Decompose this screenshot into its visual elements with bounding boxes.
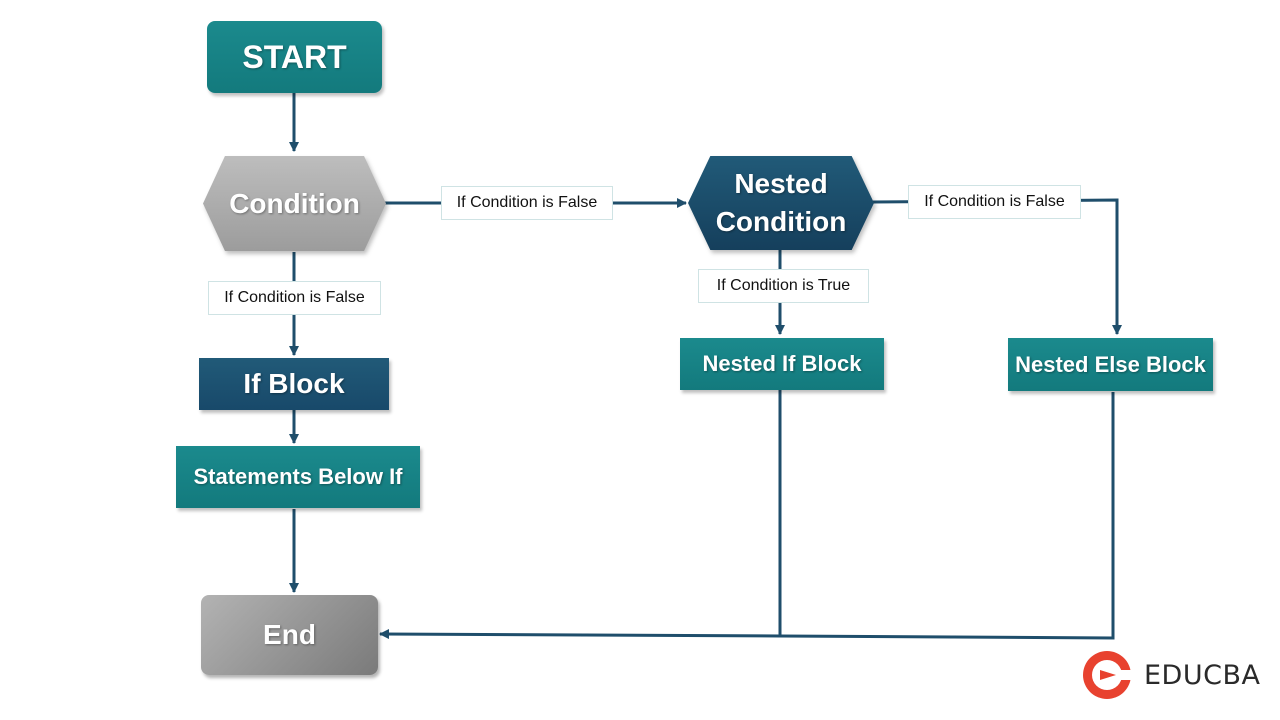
educba-logo: EDUCBA bbox=[1080, 648, 1260, 702]
nested-condition-node: Nested Condition bbox=[688, 156, 874, 250]
arrow-nested-else-to-end bbox=[379, 392, 1115, 640]
edge-label-nested-to-if: If Condition is True bbox=[698, 269, 869, 303]
if-block-node: If Block bbox=[199, 358, 389, 410]
edge-label-condition-to-if-block: If Condition is False bbox=[208, 281, 381, 315]
edge-label-condition-to-nested: If Condition is False bbox=[441, 186, 613, 220]
edge-label-nested-to-else: If Condition is False bbox=[908, 185, 1081, 219]
arrow-nested-condition-to-nested-else bbox=[872, 198, 1122, 335]
condition-node: Condition bbox=[203, 156, 386, 251]
nested-condition-label: Nested Condition bbox=[688, 156, 874, 250]
start-node: START bbox=[207, 21, 382, 93]
condition-label: Condition bbox=[203, 156, 386, 251]
educba-logo-icon bbox=[1083, 651, 1134, 699]
nested-else-block-node: Nested Else Block bbox=[1008, 338, 1213, 391]
brand-name: EDUCBA bbox=[1144, 659, 1261, 691]
statements-below-if-node: Statements Below If bbox=[176, 446, 420, 508]
nested-if-block-node: Nested If Block bbox=[680, 338, 884, 390]
end-node: End bbox=[201, 595, 378, 675]
